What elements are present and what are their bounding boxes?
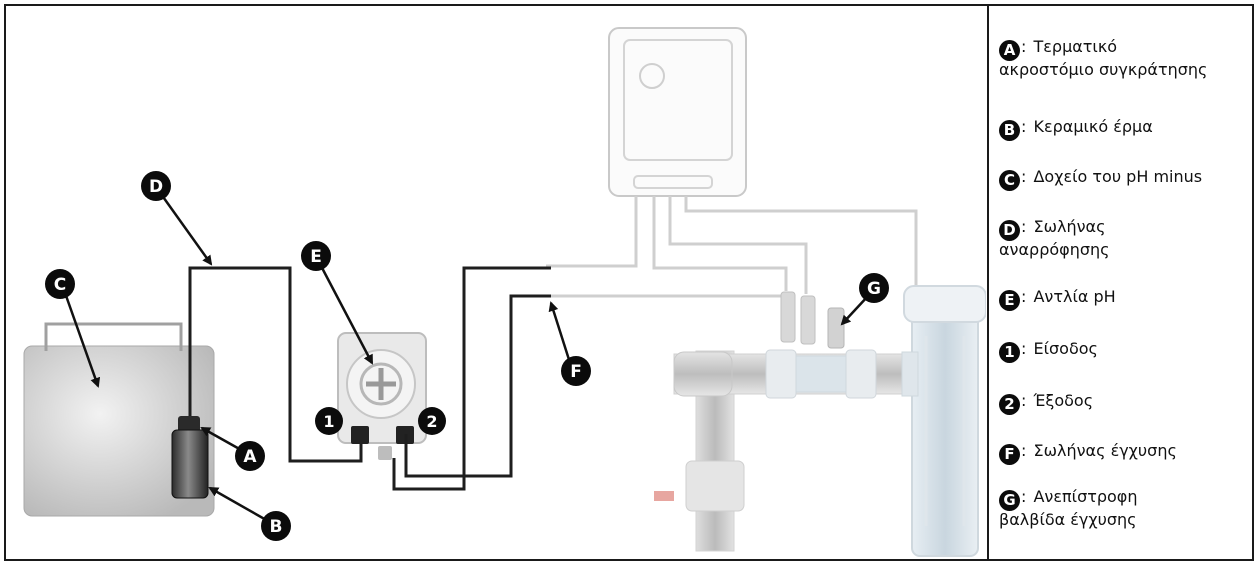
pool-pipework (654, 285, 986, 557)
callout-arrows (62, 193, 869, 523)
legend-item-D: D: Σωλήνας αναρρόφησης (999, 217, 1110, 259)
legend-label: Σωλήνας (1033, 217, 1106, 236)
svg-text:E: E (310, 247, 322, 267)
svg-text:B: B (270, 517, 283, 537)
suction-hose (188, 266, 363, 463)
legend-item-G: G: Ανεπίστροφη βαλβίδα έγχυσης (999, 487, 1138, 529)
legend-label: Δοχείο του pH minus (1033, 167, 1203, 186)
legend-item-F: F: Σωλήνας έγχυσης (999, 442, 1255, 465)
callout-A: A (235, 441, 265, 471)
injection-hose (392, 266, 551, 491)
legend-badge-B: B (999, 120, 1020, 141)
ph-controller (608, 27, 747, 197)
svg-text:A: A (243, 447, 257, 467)
svg-text:G: G (867, 279, 881, 299)
legend-item-E: E: Αντλία pH (999, 288, 1255, 311)
legend-item-1: 1: Είσοδος (999, 340, 1255, 363)
callout-C: C (45, 269, 75, 299)
callout-B: B (261, 511, 291, 541)
legend-label: Αντλία pH (1033, 287, 1116, 306)
legend-badge-1: 1 (999, 342, 1020, 363)
legend-item-A: A: Τερματικό ακροστόμιο συγκράτησης (999, 37, 1208, 79)
callout-F: F (561, 356, 591, 386)
installation-diagram: D C E A B 1 2 F G (23, 27, 986, 557)
legend-badge-D: D (999, 220, 1020, 241)
legend-label: Κεραμικό έρμα (1033, 117, 1153, 136)
callout-D: D (141, 171, 171, 201)
callout-G: G (859, 273, 889, 303)
legend-item-B: B: Κεραμικό έρμα (999, 118, 1255, 141)
legend-item-C: C: Δοχείο του pH minus (999, 168, 1255, 191)
legend-label: Είσοδος (1033, 339, 1098, 358)
legend-badge-C: C (999, 170, 1020, 191)
legend-label: Έξοδος (1033, 391, 1094, 410)
svg-text:1: 1 (323, 412, 334, 431)
callout-one: 1 (315, 407, 343, 435)
legend-label-cont: βαλβίδα έγχυσης (999, 510, 1137, 529)
legend-label-cont: ακροστόμιο συγκράτησης (999, 60, 1208, 79)
injection-check-valve (827, 307, 845, 349)
svg-text:2: 2 (426, 412, 437, 431)
svg-text:F: F (570, 362, 582, 382)
legend-label: Ανεπίστροφη (1033, 487, 1138, 506)
callout-E: E (301, 241, 331, 271)
legend-divider (987, 4, 989, 561)
ceramic-weight (171, 416, 209, 499)
legend-label-cont: αναρρόφησης (999, 240, 1110, 259)
svg-text:D: D (149, 177, 163, 197)
valve-handle (654, 491, 674, 501)
legend-badge-F: F (999, 444, 1020, 465)
legend-item-2: 2: Έξοδος (999, 392, 1255, 415)
callout-two: 2 (418, 407, 446, 435)
ph-pump (337, 332, 427, 460)
svg-text:C: C (54, 275, 66, 295)
legend-badge-E: E (999, 290, 1020, 311)
legend-badge-A: A (999, 40, 1020, 61)
legend-label: Τερματικό (1033, 37, 1118, 56)
legend-label: Σωλήνας έγχυσης (1033, 441, 1177, 460)
ph-minus-tank (23, 322, 215, 517)
legend-badge-G: G (999, 490, 1020, 511)
controller-cables (546, 196, 918, 298)
legend-badge-2: 2 (999, 394, 1020, 415)
controller-display-icon (639, 63, 665, 89)
